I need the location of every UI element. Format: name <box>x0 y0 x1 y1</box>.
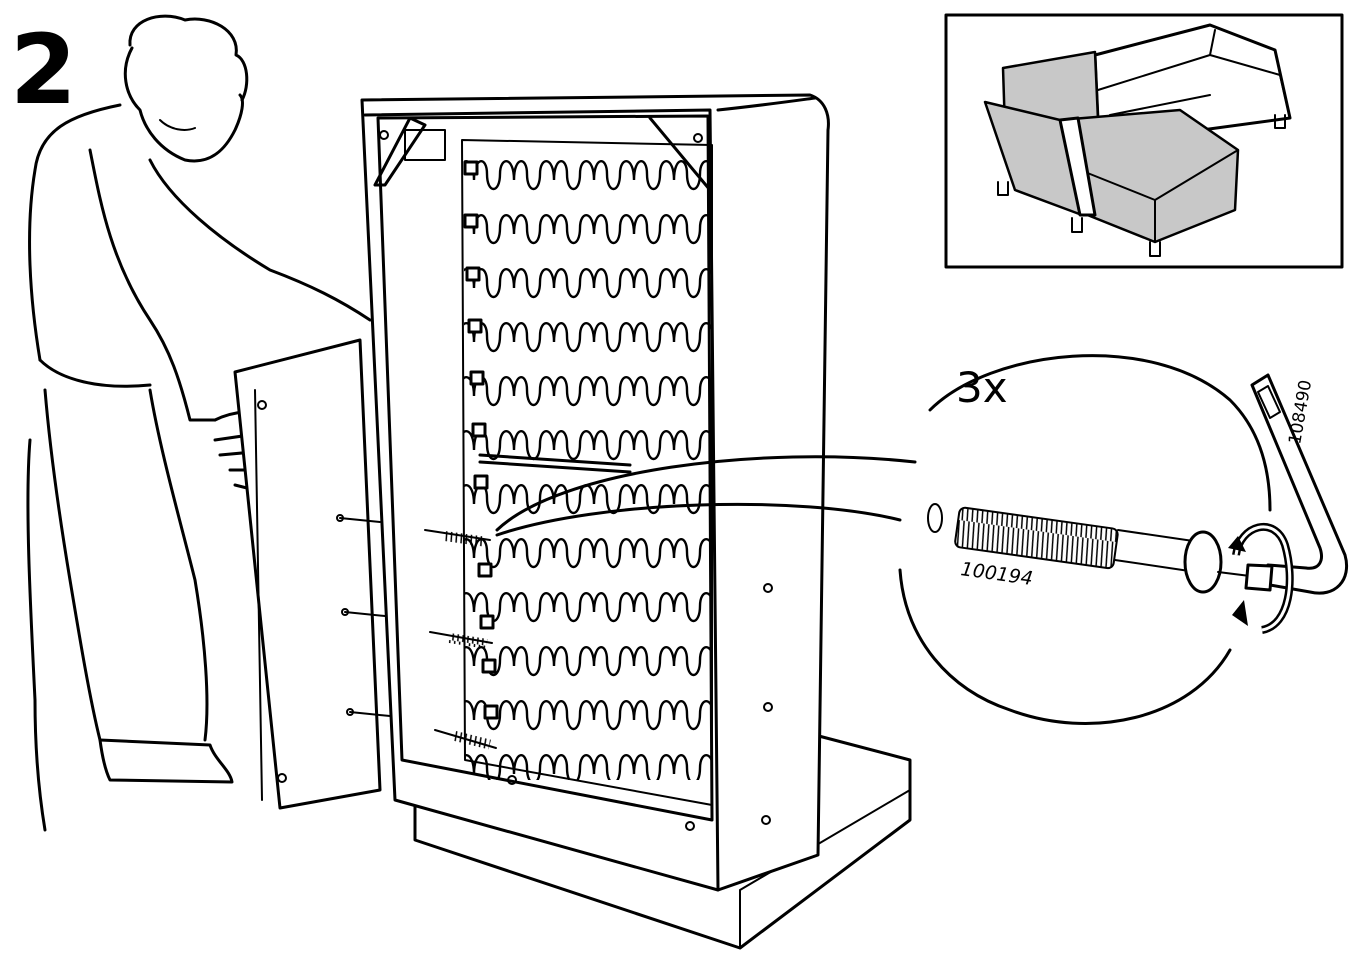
quantity-label: 3x <box>956 363 1008 412</box>
armrest-panel <box>233 338 391 810</box>
step-number: 2 <box>10 14 77 126</box>
detail-circle: 3x 100194 <box>898 354 1272 725</box>
inset-box <box>944 13 1344 269</box>
key-part-number: 108490 <box>1285 378 1316 445</box>
back-frame <box>360 93 830 892</box>
bolt-part-number: 100194 <box>959 558 1034 590</box>
bolts <box>424 529 497 750</box>
person-figure <box>26 14 372 832</box>
callout-leader <box>495 455 917 537</box>
allen-key: 108490 <box>1244 373 1348 595</box>
rotate-arrow-icon <box>1228 522 1294 634</box>
